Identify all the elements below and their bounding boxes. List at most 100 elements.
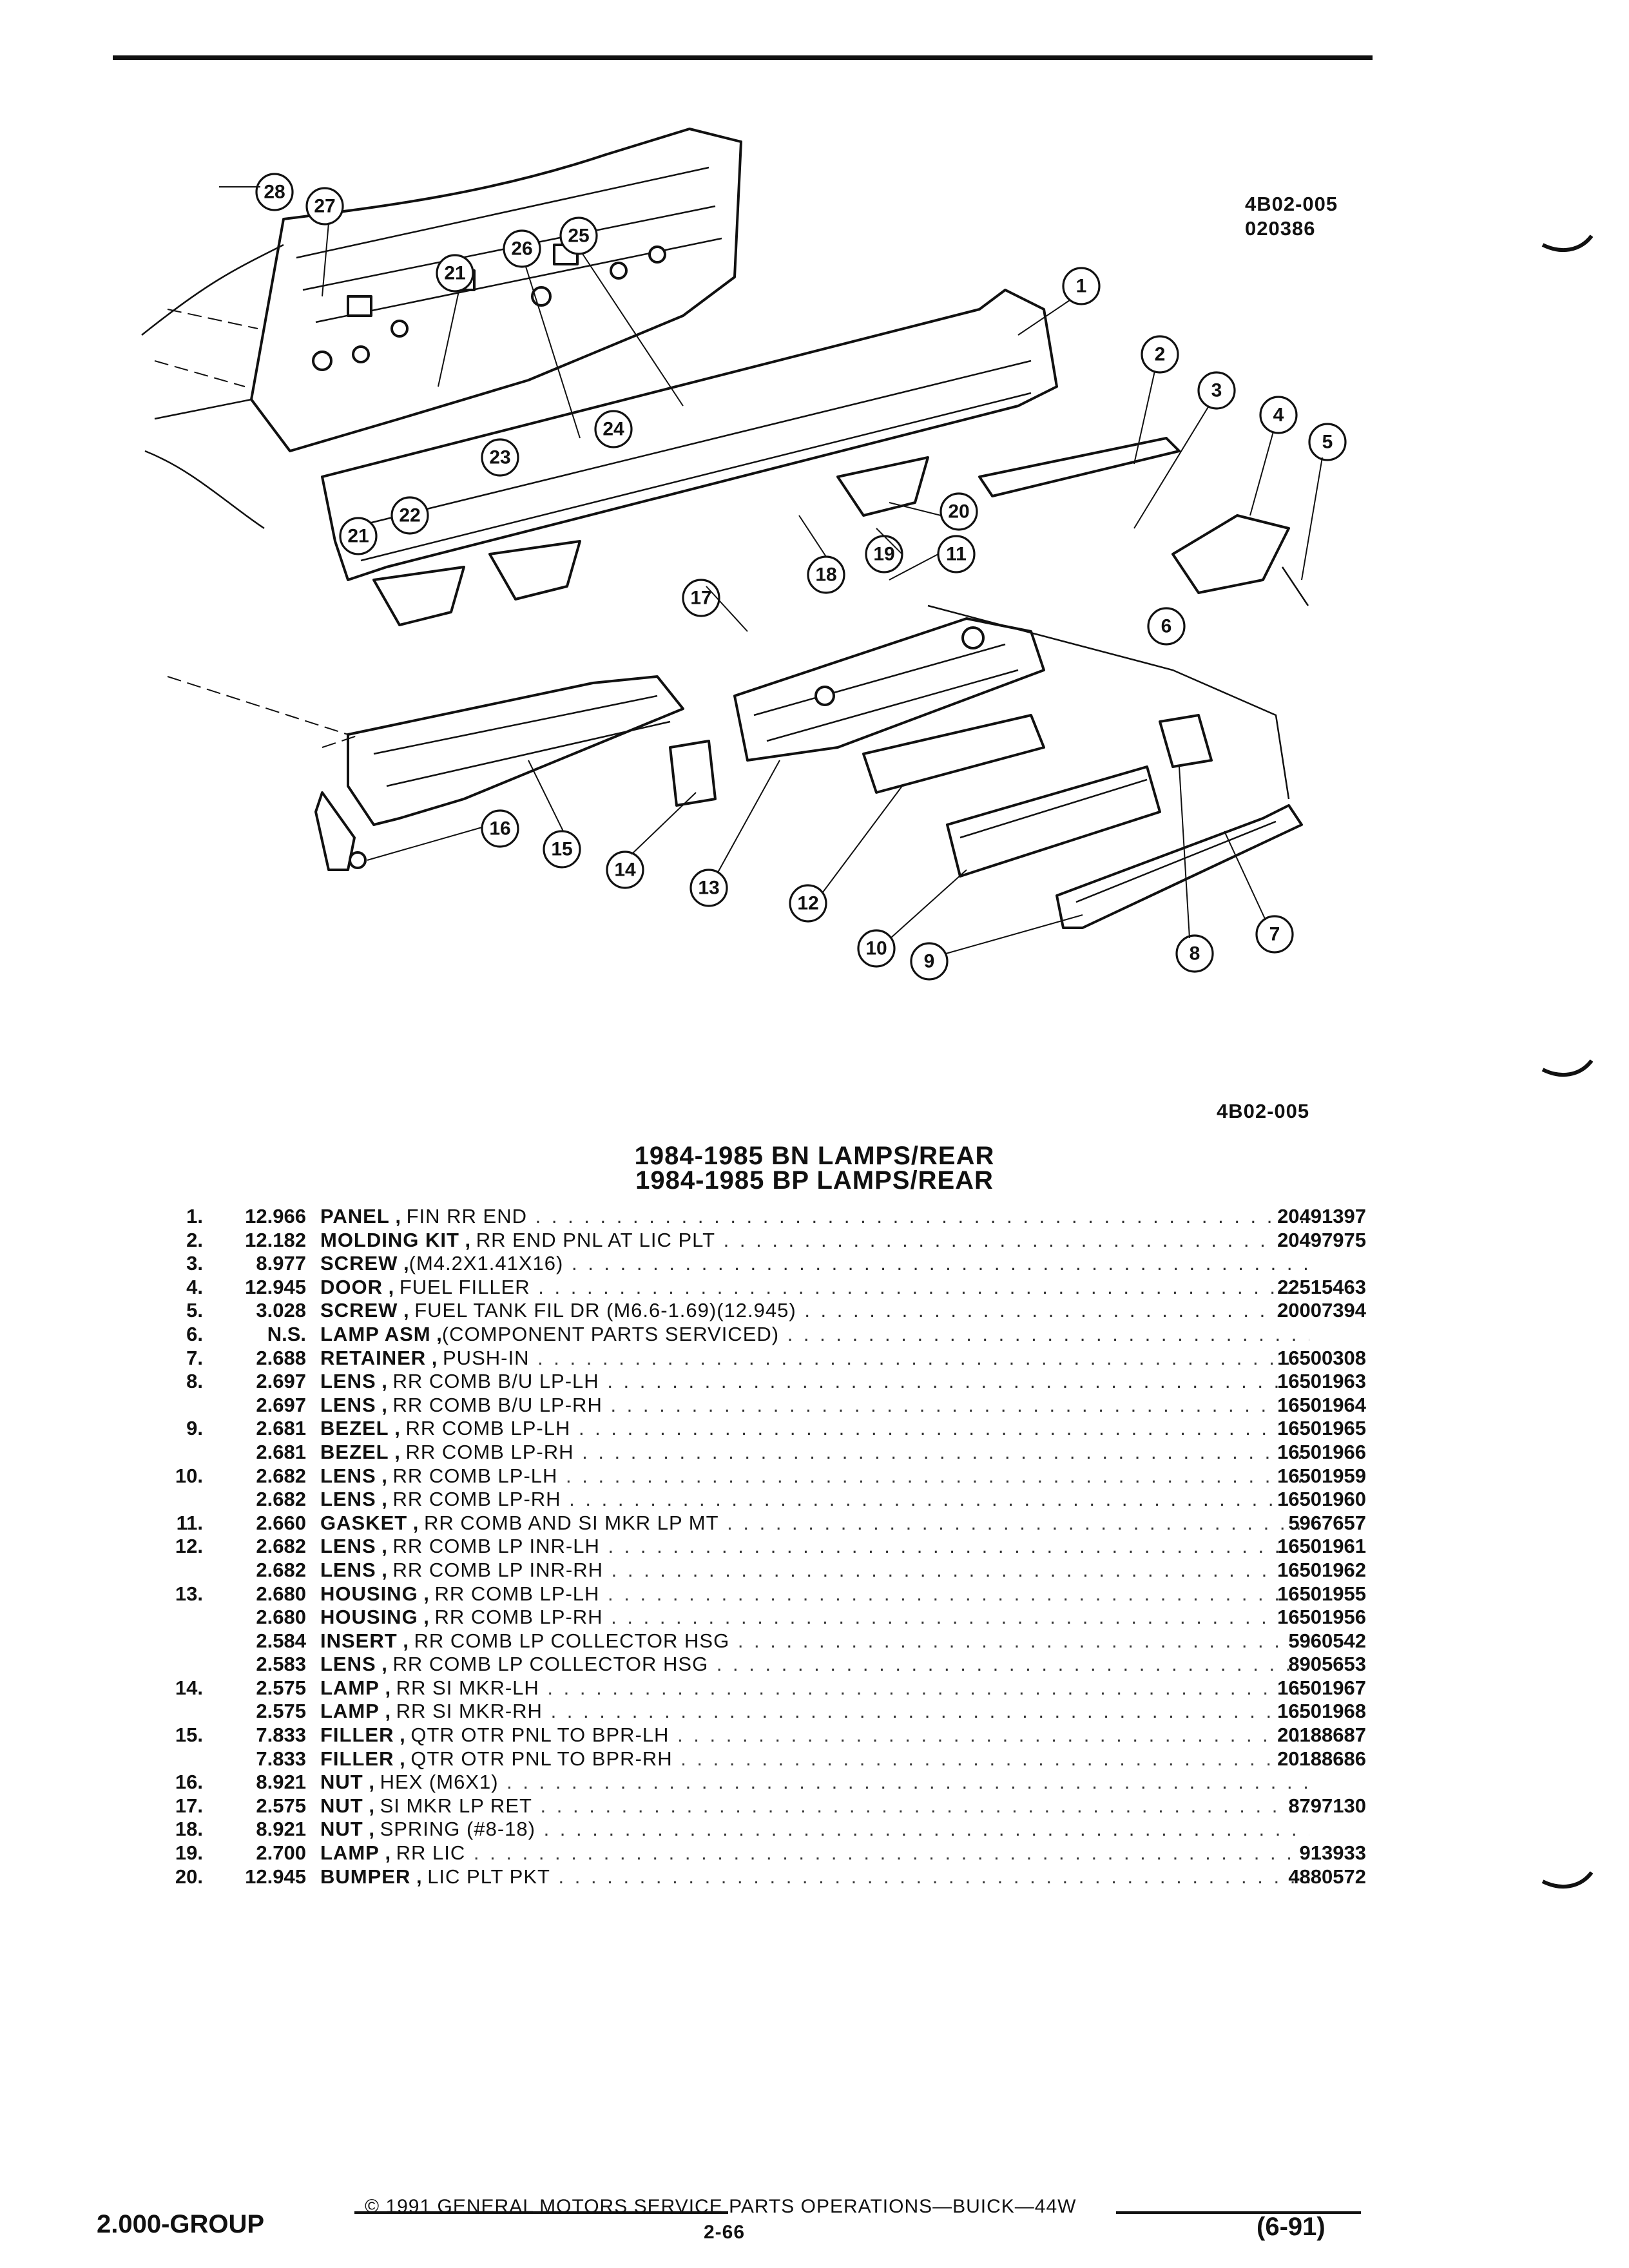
leader-dots: . . . . . . . . . . . . . . . . . . . . … — [727, 1511, 1309, 1534]
leader-dots: . . . . . . . . . . . . . . . . . . . . … — [578, 1417, 1309, 1440]
part-spec: RR COMB LP-LH — [434, 1582, 600, 1605]
svg-text:17: 17 — [690, 588, 711, 609]
part-description: BEZEL , RR COMB LP-RH . . . . . . . . . … — [320, 1441, 1309, 1464]
svg-text:15: 15 — [551, 839, 572, 860]
part-description: LAMP , RR SI MKR-RH . . . . . . . . . . … — [320, 1700, 1309, 1723]
group-number: 8.921 — [256, 1818, 306, 1841]
leader-dots: . . . . . . . . . . . . . . . . . . . . … — [540, 1794, 1309, 1817]
part-spec: FUEL FILLER — [399, 1275, 530, 1298]
spec-separator: , — [376, 1464, 393, 1487]
svg-text:21: 21 — [444, 263, 465, 284]
item-number: 4. — [186, 1275, 203, 1298]
callout-1: 1 — [1062, 267, 1101, 305]
part-spec: (M4.2X1.41X16) — [409, 1252, 564, 1275]
part-spec: SPRING (#8-18) — [380, 1818, 535, 1841]
leader-dots: . . . . . . . . . . . . . . . . . . . . … — [550, 1700, 1309, 1723]
part-description: LENS , RR COMB B/U LP-LH . . . . . . . .… — [320, 1370, 1309, 1393]
part-name: HOUSING — [320, 1606, 418, 1629]
part-number: 20188686 — [1277, 1747, 1366, 1770]
part-name: NUT — [320, 1818, 363, 1841]
callout-5: 5 — [1308, 423, 1347, 461]
group-number: 8.921 — [256, 1771, 306, 1794]
callout-8: 8 — [1175, 934, 1214, 973]
callout-2: 2 — [1141, 335, 1179, 374]
spec-separator: , — [459, 1228, 476, 1251]
rear-end-panel — [321, 289, 1058, 626]
callout-12: 12 — [789, 884, 827, 923]
spec-separator: , — [418, 1582, 435, 1605]
title-bp-lamps-rear: 1984-1985 BP LAMPS/REAR — [635, 1166, 994, 1195]
part-spec: RR COMB LP-LH — [392, 1464, 558, 1487]
leader-dots: . . . . . . . . . . . . . . . . . . . . … — [535, 1205, 1309, 1227]
leader-dots: . . . . . . . . . . . . . . . . . . . . … — [558, 1865, 1309, 1888]
spec-separator: , — [426, 1346, 443, 1369]
title-bn-lamps-rear: 1984-1985 BN LAMPS/REAR — [634, 1142, 995, 1170]
part-number: 5967657 — [1288, 1511, 1366, 1534]
part-spec: RR END PNL AT LIC PLT — [476, 1228, 716, 1251]
footer-date: (6-91) — [1257, 2213, 1325, 2241]
part-spec: RR COMB LP-RH — [405, 1440, 574, 1463]
part-description: LAMP , RR SI MKR-LH . . . . . . . . . . … — [320, 1677, 1309, 1700]
part-description: INSERT , RR COMB LP COLLECTOR HSG . . . … — [320, 1629, 1309, 1653]
part-number: 8905653 — [1288, 1653, 1366, 1676]
group-number: 2.697 — [256, 1370, 306, 1393]
part-spec: RR SI MKR-LH — [396, 1676, 539, 1699]
part-description: MOLDING KIT , RR END PNL AT LIC PLT . . … — [320, 1229, 1309, 1252]
part-number: 16501966 — [1277, 1440, 1366, 1463]
callout-15: 15 — [543, 830, 581, 869]
leader-dots: . . . . . . . . . . . . . . . . . . . . … — [608, 1582, 1309, 1605]
part-number: 5960542 — [1288, 1629, 1366, 1652]
svg-text:22: 22 — [399, 505, 420, 526]
part-name: FILLER — [320, 1724, 394, 1747]
item-number: 8. — [186, 1370, 203, 1393]
part-description: LENS , RR COMB LP INR-RH . . . . . . . .… — [320, 1559, 1309, 1582]
part-name: INSERT — [320, 1629, 398, 1652]
part-spec: RR SI MKR-RH — [396, 1700, 543, 1723]
leader-dots: . . . . . . . . . . . . . . . . . . . . … — [582, 1440, 1309, 1463]
callout-14: 14 — [606, 850, 644, 889]
svg-text:3: 3 — [1211, 380, 1222, 401]
figure-bottom-ref: 4B02-005 — [1217, 1100, 1310, 1122]
callout-3: 3 — [1197, 371, 1236, 410]
footer-section: 2.000-GROUP — [97, 2210, 265, 2238]
footer-rule-right — [1116, 2211, 1361, 2214]
leader-dots: . . . . . . . . . . . . . . . . . . . . … — [566, 1464, 1309, 1487]
leader-dash — [167, 676, 349, 735]
svg-text:20: 20 — [948, 501, 969, 523]
group-number: 2.575 — [256, 1700, 306, 1723]
figure-ref-code: 4B02-005 — [1245, 193, 1338, 215]
combination-lens — [946, 765, 1161, 878]
spec-separator: , — [397, 1629, 414, 1652]
spec-separator: , — [379, 1676, 396, 1699]
callout-9: 9 — [910, 942, 949, 981]
part-name: HOUSING — [320, 1582, 418, 1605]
leader-dots: . . . . . . . . . . . . . . . . . . . . … — [538, 1275, 1309, 1298]
leader-dots: . . . . . . . . . . . . . . . . . . . . … — [677, 1724, 1309, 1747]
part-name: PANEL — [320, 1205, 390, 1227]
part-spec: RR COMB AND SI MKR LP MT — [424, 1511, 719, 1534]
svg-text:6: 6 — [1161, 616, 1172, 637]
leader-dots: . . . . . . . . . . . . . . . . . . . . … — [608, 1535, 1309, 1558]
spec-separator: , — [389, 1440, 406, 1463]
group-number: 2.682 — [256, 1488, 306, 1511]
part-spec: RR COMB LP INR-LH — [392, 1535, 600, 1558]
item-number: 19. — [175, 1841, 203, 1865]
callout-17: 17 — [682, 579, 720, 617]
part-name: LAMP — [320, 1676, 380, 1699]
backup-lens — [1159, 714, 1213, 768]
binder-mark — [1541, 1871, 1593, 1889]
lamp-housing — [733, 617, 1045, 762]
part-spec: (COMPONENT PARTS SERVICED) — [441, 1322, 780, 1345]
fuel-door-screw — [1281, 566, 1309, 606]
group-number: N.S. — [267, 1322, 306, 1345]
svg-text:28: 28 — [264, 182, 285, 203]
spec-separator: , — [376, 1488, 393, 1511]
